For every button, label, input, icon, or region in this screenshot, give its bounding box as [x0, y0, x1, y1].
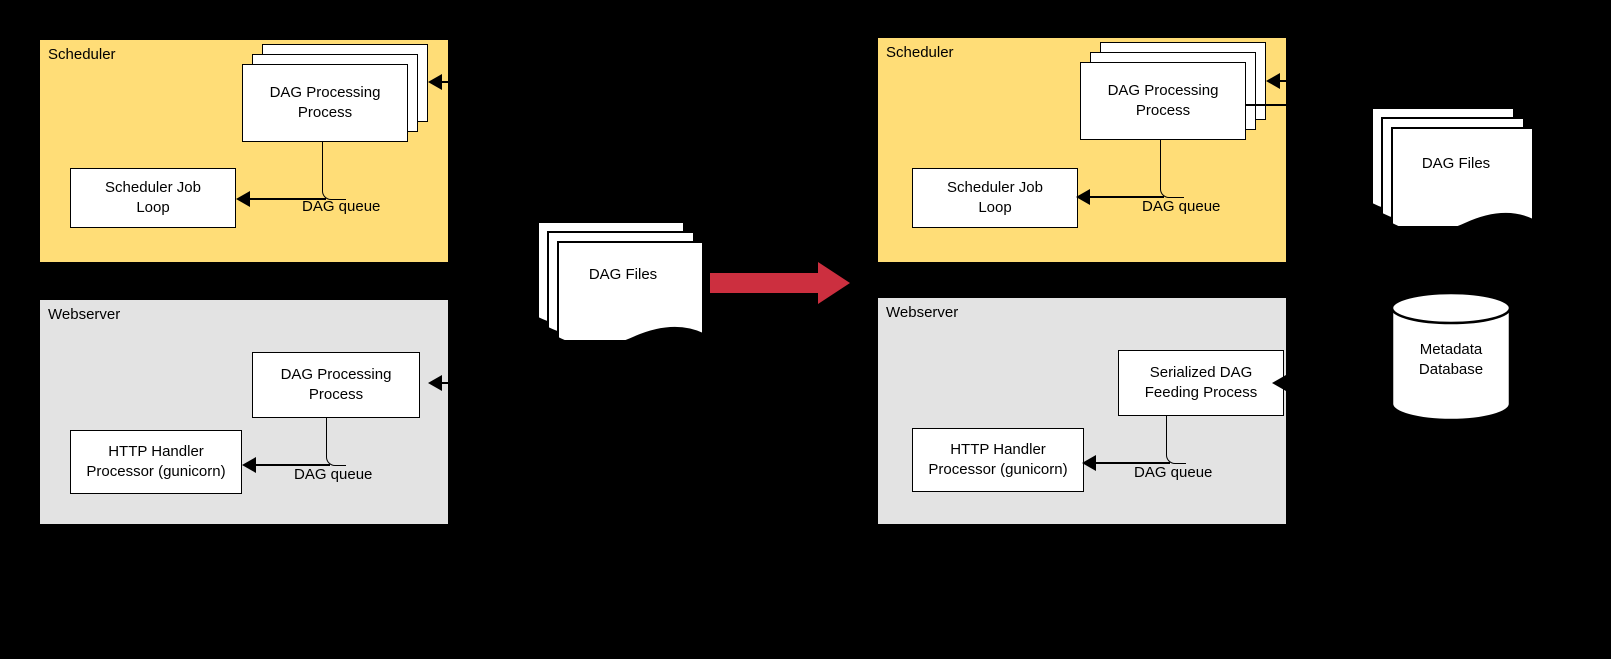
right-scheduler-title: Scheduler	[886, 44, 954, 61]
left-webserver-http-handler[interactable]: HTTP Handler Processor (gunicorn)	[70, 430, 242, 494]
metadata-database-cylinder	[1390, 291, 1512, 422]
right-webserver-dag-queue-elbow	[1166, 416, 1186, 464]
left-scheduler-dag-processing-line1: DAG Processing	[269, 83, 381, 101]
left-scheduler-dag-queue-elbow	[322, 142, 346, 200]
left-webserver-dag-queue-label: DAG queue	[294, 466, 373, 483]
left-webserver-inbound-line	[440, 382, 470, 384]
right-scheduler-dagfiles-line	[1268, 80, 1390, 82]
right-webserver-metadata-line	[1286, 382, 1390, 384]
metadata-database-line1: Metadata	[1419, 341, 1483, 358]
dag-files-icon	[537, 221, 704, 348]
right-scheduler-dag-queue-arrowhead	[1076, 189, 1090, 205]
red-right-arrow-icon	[710, 262, 850, 304]
right-scheduler-metadata-line	[1246, 104, 1390, 106]
left-webserver-http-handler-line1: HTTP Handler	[108, 442, 204, 460]
left-scheduler-inbound-line	[430, 81, 470, 83]
center-dag-files-document-stack	[534, 218, 704, 348]
left-webserver-inbound-arrowhead	[428, 375, 442, 391]
right-scheduler-dag-queue-line	[1090, 196, 1164, 198]
right-dag-files-label: DAG Files	[1421, 155, 1491, 172]
right-webserver-http-handler[interactable]: HTTP Handler Processor (gunicorn)	[912, 428, 1084, 492]
left-webserver-dag-processing-line1: DAG Processing	[280, 365, 392, 383]
metadata-database-label: Metadata Database	[1390, 340, 1512, 381]
right-webserver-http-handler-line2: Processor (gunicorn)	[928, 461, 1068, 478]
right-webserver-serialized-dag-feeding-process[interactable]: Serialized DAG Feeding Process	[1118, 350, 1284, 416]
right-webserver-metadata-arrowhead	[1272, 375, 1286, 391]
left-scheduler-job-loop-line1: Scheduler Job	[105, 178, 201, 196]
left-scheduler-dag-queue-line	[250, 198, 326, 200]
right-scheduler-dag-queue-label: DAG queue	[1142, 198, 1221, 215]
left-scheduler-inbound-arrowhead	[428, 74, 442, 90]
right-scheduler-job-loop-line2: Loop	[978, 199, 1012, 216]
right-webserver-dag-queue-line	[1096, 462, 1170, 464]
center-dag-files-label: DAG Files	[588, 266, 658, 283]
right-webserver-serialized-feed-line2: Feeding Process	[1144, 384, 1258, 401]
right-scheduler-job-loop-line1: Scheduler Job	[947, 178, 1043, 196]
right-webserver-serialized-feed-line1: Serialized DAG	[1149, 363, 1253, 381]
left-webserver-dag-queue-arrowhead	[242, 457, 256, 473]
right-scheduler-job-loop[interactable]: Scheduler Job Loop	[912, 168, 1078, 228]
left-scheduler-dag-processing-process[interactable]: DAG Processing Process	[242, 64, 408, 142]
transition-red-arrow	[710, 262, 850, 304]
metadata-database-line2: Database	[1418, 361, 1484, 379]
right-scheduler-dag-processing-line1: DAG Processing	[1107, 81, 1219, 99]
left-webserver-dag-queue-line	[256, 464, 330, 466]
database-icon	[1390, 291, 1512, 422]
left-scheduler-dag-processing-line2: Process	[297, 104, 353, 121]
right-dag-files-document-stack	[1368, 104, 1534, 234]
right-scheduler-dag-processing-line2: Process	[1135, 102, 1191, 119]
left-scheduler-dag-queue-label: DAG queue	[302, 198, 381, 215]
left-webserver-dag-processing-process[interactable]: DAG Processing Process	[252, 352, 420, 418]
dag-files-store-icon	[1371, 107, 1534, 234]
right-scheduler-dagfiles-arrowhead	[1266, 73, 1280, 89]
left-scheduler-dag-queue-arrowhead	[236, 191, 250, 207]
right-webserver-dag-queue-arrowhead	[1082, 455, 1096, 471]
left-webserver-dag-processing-line2: Process	[308, 386, 364, 403]
right-scheduler-dag-queue-elbow	[1160, 140, 1184, 198]
left-scheduler-job-loop[interactable]: Scheduler Job Loop	[70, 168, 236, 228]
left-scheduler-title: Scheduler	[48, 46, 116, 63]
left-webserver-title: Webserver	[48, 306, 121, 323]
right-scheduler-dag-processing-process[interactable]: DAG Processing Process	[1080, 62, 1246, 140]
left-scheduler-job-loop-line2: Loop	[136, 199, 170, 216]
right-webserver-http-handler-line1: HTTP Handler	[950, 440, 1046, 458]
right-webserver-dag-queue-label: DAG queue	[1134, 464, 1213, 481]
left-webserver-http-handler-line2: Processor (gunicorn)	[86, 463, 226, 480]
right-webserver-title: Webserver	[886, 304, 959, 321]
left-webserver-dag-queue-elbow	[326, 418, 346, 466]
